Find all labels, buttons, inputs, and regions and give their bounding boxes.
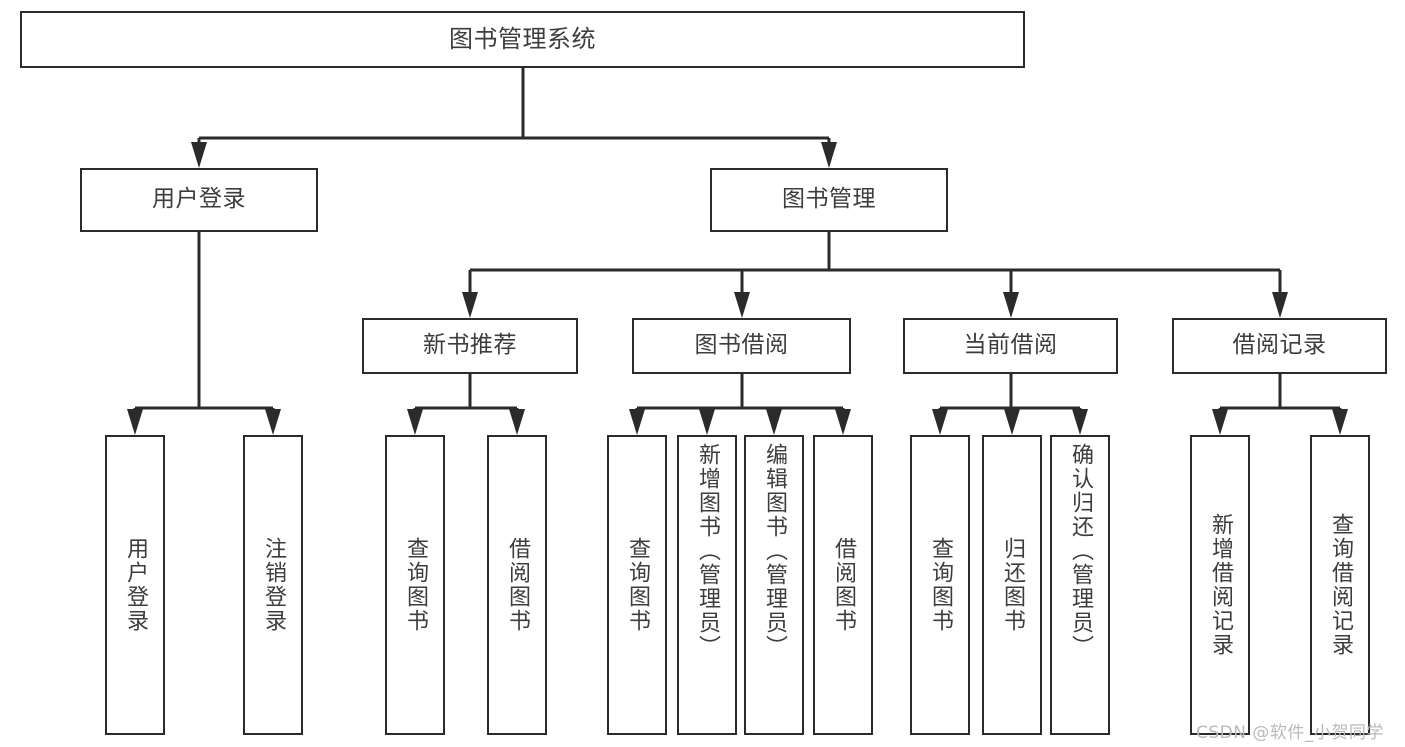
node-label: 归还图书	[999, 537, 1025, 633]
node-current-borrow: 当前借阅	[903, 318, 1118, 374]
node-borrow-record: 借阅记录	[1172, 318, 1387, 374]
node-book-manage: 图书管理	[710, 168, 948, 232]
node-label: 注销登录	[260, 537, 286, 633]
node-leaf-borrow-book-1: 借阅图书	[487, 435, 547, 735]
node-leaf-query-record: 查询借阅记录	[1310, 435, 1370, 735]
node-label: 用户登录	[152, 186, 246, 213]
node-label: 图书管理系统	[449, 25, 596, 54]
node-label: 确认归还（管理员）	[1067, 443, 1093, 659]
node-leaf-query-book-1: 查询图书	[385, 435, 445, 735]
node-label: 图书管理	[782, 186, 876, 213]
node-leaf-add-record: 新增借阅记录	[1190, 435, 1250, 735]
node-label: 用户登录	[122, 537, 148, 633]
node-label: 图书借阅	[694, 332, 789, 359]
node-label: 查询借阅记录	[1327, 513, 1353, 657]
node-leaf-user-login: 用户登录	[105, 435, 165, 735]
node-leaf-logout: 注销登录	[243, 435, 303, 735]
node-leaf-borrow-book-2: 借阅图书	[813, 435, 873, 735]
node-book-borrow: 图书借阅	[632, 318, 851, 374]
node-label: 查询图书	[927, 537, 953, 633]
node-leaf-query-book-2: 查询图书	[607, 435, 667, 735]
node-leaf-confirm-return: 确认归还（管理员）	[1050, 435, 1110, 735]
node-label: 编辑图书（管理员）	[761, 443, 787, 659]
node-leaf-add-book: 新增图书（管理员）	[677, 435, 737, 735]
node-label: 查询图书	[624, 537, 650, 633]
node-leaf-edit-book: 编辑图书（管理员）	[744, 435, 804, 735]
node-leaf-query-book-3: 查询图书	[910, 435, 970, 735]
node-label: 新增借阅记录	[1207, 513, 1233, 657]
node-root: 图书管理系统	[20, 11, 1025, 68]
node-label: 查询图书	[402, 537, 428, 633]
csdn-watermark: CSDN @软件_小贺同学	[1196, 723, 1384, 743]
node-label: 借阅记录	[1232, 332, 1327, 359]
node-label: 借阅图书	[504, 537, 530, 633]
node-new-book-rec: 新书推荐	[362, 318, 578, 374]
node-label: 当前借阅	[963, 332, 1058, 359]
node-user-login: 用户登录	[80, 168, 318, 232]
node-label: 新书推荐	[423, 332, 517, 359]
node-leaf-return-book: 归还图书	[982, 435, 1042, 735]
node-label: 借阅图书	[830, 537, 856, 633]
node-label: 新增图书（管理员）	[694, 443, 720, 659]
